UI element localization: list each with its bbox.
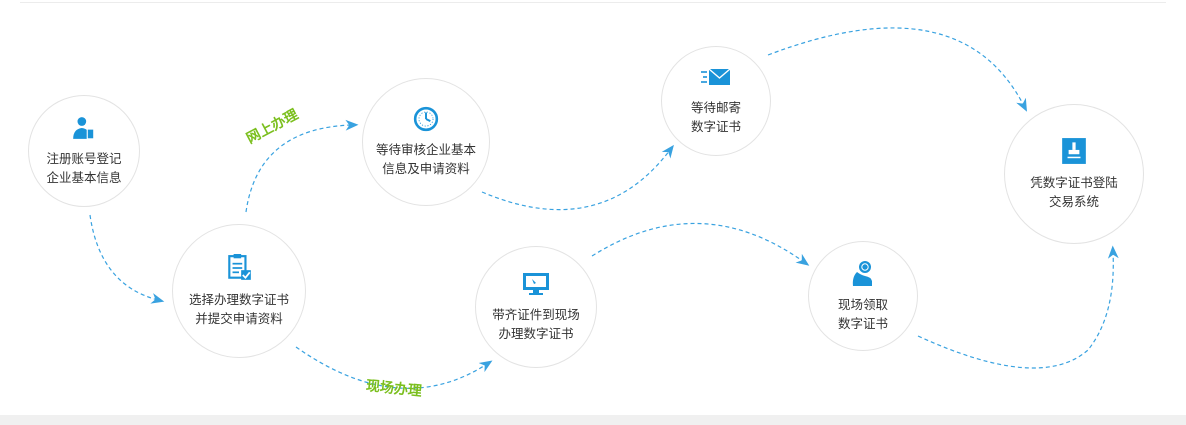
mail-icon: [701, 68, 731, 85]
connector-onsite-to-pickup: [591, 222, 810, 266]
connector-review-to-mail: [481, 144, 674, 211]
step-onsite-label: 带齐证件到现场 办理数字证书: [492, 307, 580, 341]
monitor-icon: [523, 273, 549, 295]
connector-mail-to-login: [767, 27, 1027, 112]
hand-icon: [852, 261, 872, 286]
step-login: 凭数字证书登陆 交易系统: [1004, 104, 1144, 244]
top-divider: [20, 2, 1166, 3]
connector-select-to-onsite: [295, 346, 493, 389]
connector-select-to-review: [245, 119, 359, 213]
form-check-icon: [228, 254, 251, 280]
step-onsite: 带齐证件到现场 办理数字证书: [475, 246, 597, 368]
usb-key-icon: [1062, 138, 1086, 164]
step-pickup-label: 现场领取 数字证书: [837, 297, 888, 331]
step-register: 注册账号登记 企业基本信息: [28, 95, 140, 207]
connector-pickup-to-login: [917, 245, 1119, 369]
step-login-label: 凭数字证书登陆 交易系统: [1030, 175, 1118, 209]
step-pickup: 现场领取 数字证书: [808, 241, 918, 351]
step-review: 等待审核企业基本 信息及申请资料: [362, 78, 490, 206]
step-mail: 等待邮寄 数字证书: [661, 46, 771, 156]
step-select-label: 选择办理数字证书 并提交申请资料: [188, 292, 289, 326]
step-register-label: 注册账号登记 企业基本信息: [46, 151, 122, 185]
user-register-icon: [73, 117, 95, 140]
step-select: 选择办理数字证书 并提交申请资料: [172, 224, 306, 358]
clock-icon: [413, 106, 439, 132]
footer-band: [0, 415, 1186, 425]
step-review-label: 等待审核企业基本 信息及申请资料: [375, 142, 476, 176]
step-mail-label: 等待邮寄 数字证书: [690, 100, 741, 134]
connector-register-to-select: [89, 214, 165, 304]
